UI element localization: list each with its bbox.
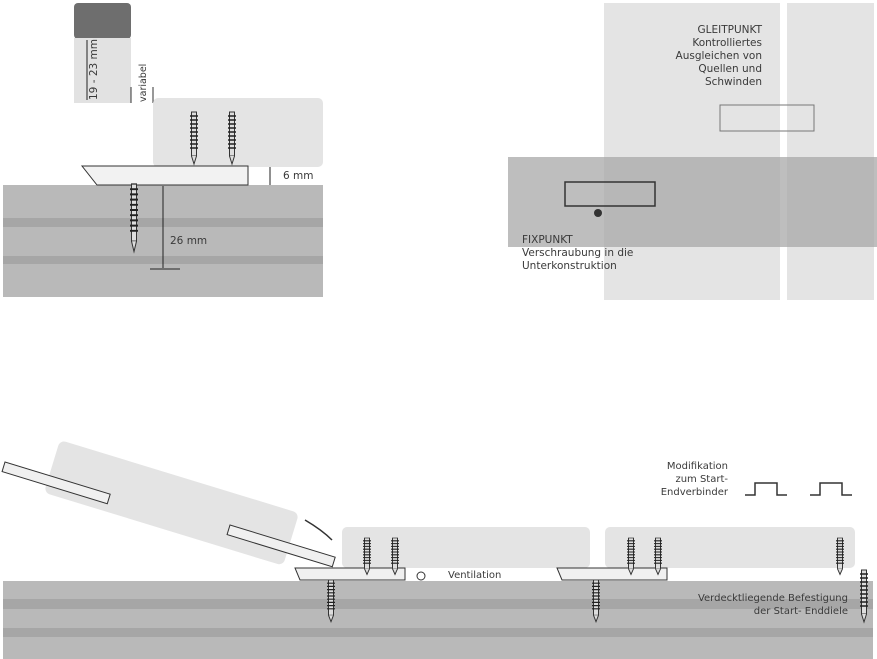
gleitpunkt-line: Ausgleichen von — [675, 50, 762, 62]
gleitpunkt-label: GLEITPUNKT Kontrolliertes Ausgleichen vo… — [676, 24, 762, 89]
ventilation-label: Ventilation — [448, 570, 502, 581]
deck-board-2 — [605, 527, 855, 568]
section-detail — [3, 3, 323, 297]
board-cross-section — [74, 38, 131, 103]
tilted-board — [45, 441, 298, 565]
modification-line: Endverbinder — [660, 487, 728, 498]
fixpunkt-line: Unterkonstruktion — [522, 260, 617, 272]
board-left — [604, 3, 780, 300]
board-right — [787, 3, 874, 300]
dark-board-top — [74, 3, 131, 39]
end-connector-modified — [745, 482, 787, 496]
hidden-fastening-label: Verdecktliegende Befestigung der Start- … — [698, 592, 848, 618]
hidden-fastening-line: Verdecktliegende Befestigung — [697, 593, 848, 604]
dimension-variable: variabel — [138, 63, 149, 102]
arrow-icon — [304, 519, 333, 541]
deck-board-1 — [342, 527, 590, 568]
modification-line: Modifikation — [666, 461, 728, 472]
gleitpunkt-line: Quellen und — [698, 63, 762, 75]
modification-label: Modifikation zum Start- Endverbinder — [661, 460, 728, 499]
dimension-board-thickness: 19 - 23 mm — [88, 39, 100, 100]
clip — [80, 165, 249, 186]
fix-clip — [564, 181, 656, 207]
fixpunkt-label: FIXPUNKT Verschraubung in die Unterkonst… — [522, 234, 633, 273]
dimension-screw-depth: 26 mm — [170, 235, 208, 247]
gleitpunkt-title: GLEITPUNKT — [697, 24, 763, 36]
installation-sequence — [1, 441, 873, 659]
gleitpunkt-line: Schwinden — [704, 76, 762, 88]
slide-clip — [719, 104, 815, 132]
hidden-fastening-line: der Start- Enddiele — [753, 606, 848, 617]
fixpunkt-line: Verschraubung in die — [522, 247, 634, 259]
modification-line: zum Start- — [675, 474, 728, 485]
ventilation-icon — [416, 571, 426, 581]
end-connector — [810, 482, 852, 496]
deck-board — [153, 98, 323, 167]
dimension-clip-height: 6 mm — [283, 170, 314, 182]
fixpunkt-title: FIXPUNKT — [522, 234, 573, 246]
gleitpunkt-line: Kontrolliertes — [692, 37, 762, 49]
joist-band — [508, 157, 877, 247]
substructure-bottom — [3, 581, 873, 659]
plan-view — [508, 3, 877, 300]
